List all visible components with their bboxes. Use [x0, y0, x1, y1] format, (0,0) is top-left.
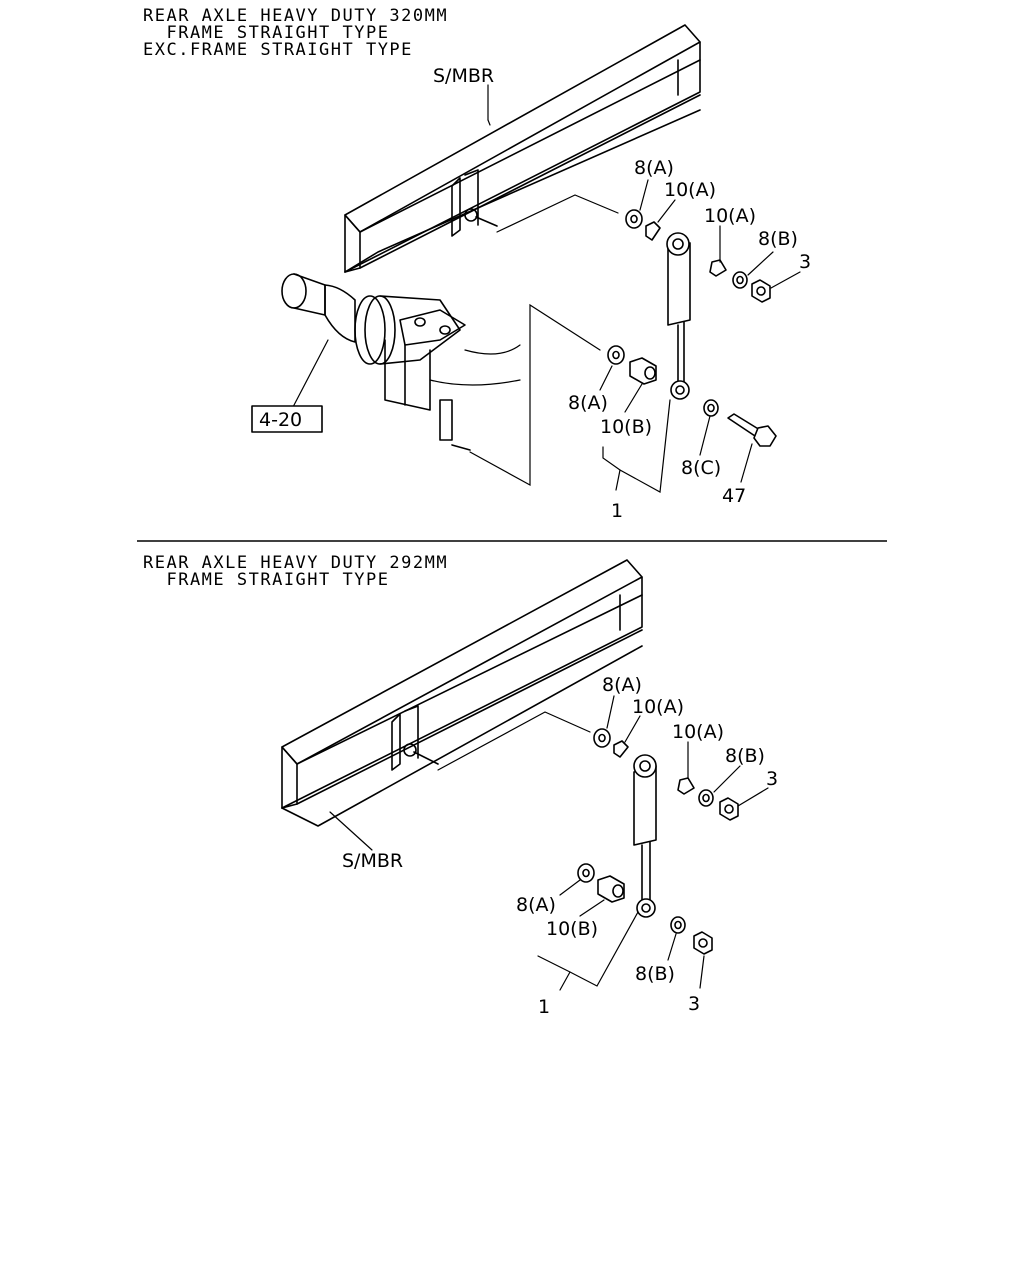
section-320mm: REAR AXLE HEAVY DUTY 320MM FRAME STRAIGH… — [143, 6, 811, 522]
callout-washer-8a-bottom: 8(A) — [568, 392, 608, 414]
callout-washer-8b: 8(B) — [758, 228, 798, 250]
washer-8c-icon — [703, 399, 719, 417]
callout-washer-8a-top: 8(A) — [602, 674, 642, 696]
callout-bush-10a-inner: 10(A) — [664, 179, 716, 201]
bush-10a-icon — [645, 221, 661, 241]
top-hardware — [625, 209, 771, 303]
callout-nut-3-bottom: 3 — [688, 993, 700, 1015]
callout-bush-10a-outer: 10(A) — [672, 721, 724, 743]
washer-8b-icon — [698, 789, 714, 807]
callout-washer-8b: 8(B) — [725, 745, 765, 767]
washer-8b-bottom-icon — [670, 916, 686, 934]
bolt-47-icon — [727, 413, 761, 437]
frame-side-member — [281, 559, 643, 827]
callout-nut-3: 3 — [766, 768, 778, 790]
section-title-line-1: REAR AXLE HEAVY DUTY 292MM — [143, 553, 448, 573]
section-title-line-3: EXC.FRAME STRAIGHT TYPE — [143, 40, 413, 60]
callout-bush-10b: 10(B) — [546, 918, 598, 940]
washer-8a-icon — [593, 728, 611, 748]
section-title-line-1: REAR AXLE HEAVY DUTY 320MM — [143, 6, 448, 26]
washer-8a-bottom-icon — [607, 345, 625, 365]
bush-10a-outer-icon — [677, 777, 695, 795]
callout-bolt-47: 47 — [722, 485, 746, 507]
callout-assembly-1: 1 — [611, 500, 623, 522]
callout-assembly-1: 1 — [538, 996, 550, 1018]
reference-box[interactable] — [251, 405, 323, 433]
bush-10a-outer-icon — [709, 259, 727, 277]
bottom-hardware — [577, 863, 713, 955]
section-title-line-2: FRAME STRAIGHT TYPE — [143, 570, 389, 590]
frame-label: S/MBR — [342, 850, 403, 872]
top-hardware — [593, 728, 739, 821]
washer-8b-icon — [732, 271, 748, 289]
frame-label: S/MBR — [433, 65, 494, 87]
nut-icon — [751, 279, 771, 303]
reference-box-label[interactable]: 4-20 — [259, 409, 302, 431]
section-title-line-2: FRAME STRAIGHT TYPE — [143, 23, 389, 43]
callout-washer-8c: 8(C) — [681, 457, 721, 479]
bush-10a-icon — [613, 740, 629, 758]
axle-housing — [281, 273, 601, 487]
bottom-hardware — [607, 345, 777, 447]
callout-washer-8b-bottom: 8(B) — [635, 963, 675, 985]
washer-8a-icon — [625, 209, 643, 229]
callout-nut-3: 3 — [799, 251, 811, 273]
washer-8a-bottom-icon — [577, 863, 595, 883]
nut-bottom-icon — [693, 931, 713, 955]
shock-absorber — [633, 754, 657, 918]
callout-bush-10a-inner: 10(A) — [632, 696, 684, 718]
section-292mm: REAR AXLE HEAVY DUTY 292MM FRAME STRAIGH… — [143, 553, 778, 1018]
callout-washer-8a-top: 8(A) — [634, 157, 674, 179]
nut-icon — [719, 797, 739, 821]
bush-10b-icon — [597, 875, 625, 903]
shock-absorber — [666, 232, 691, 400]
frame-side-member — [344, 24, 701, 273]
callout-bush-10b: 10(B) — [600, 416, 652, 438]
callout-washer-8a-bottom: 8(A) — [516, 894, 556, 916]
callout-bush-10a-outer: 10(A) — [704, 205, 756, 227]
bush-10b-icon — [629, 357, 657, 385]
